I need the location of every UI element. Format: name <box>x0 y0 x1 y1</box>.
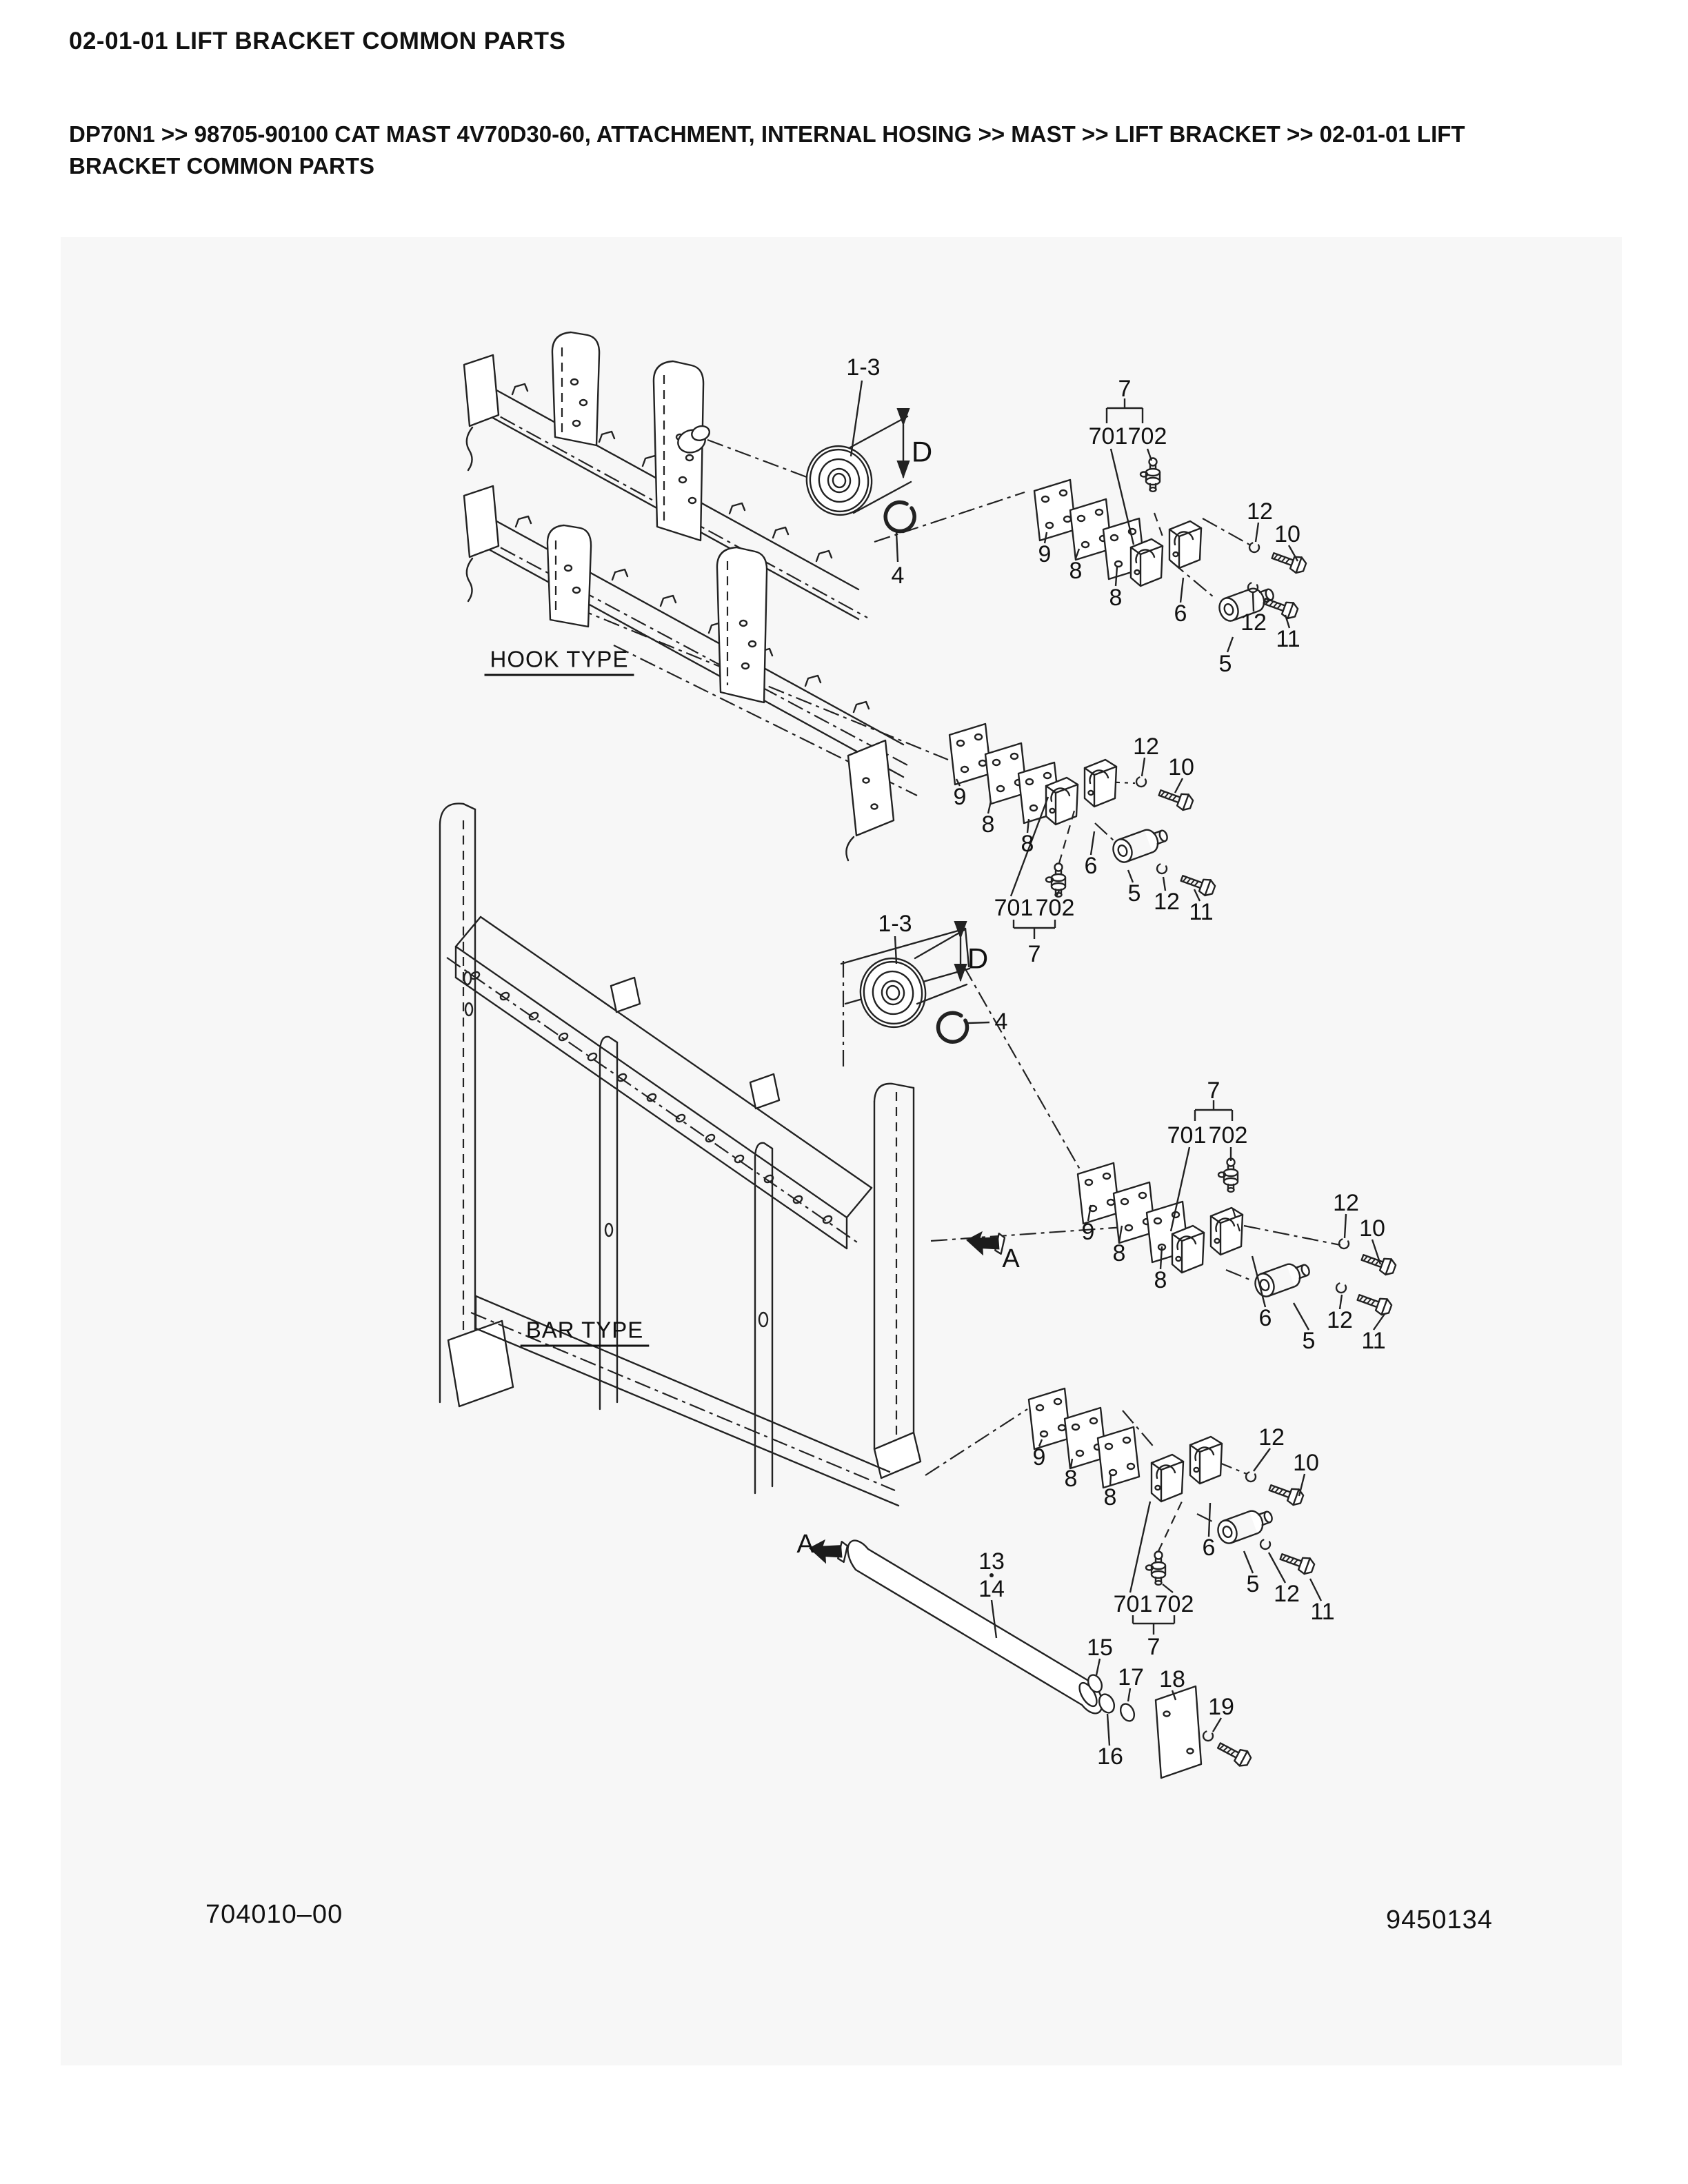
hose-clamp-cluster-1 <box>1033 398 1309 653</box>
part-label-702: 702 <box>1155 1591 1194 1617</box>
part-label-9: 9 <box>954 784 967 810</box>
part-label-8: 8 <box>1154 1267 1167 1293</box>
part-label-8: 8 <box>1113 1240 1126 1266</box>
part-label-10: 10 <box>1293 1450 1319 1476</box>
part-label-12: 12 <box>1258 1424 1285 1450</box>
part-label-11: 11 <box>1310 1599 1334 1625</box>
part-label-701: 701 <box>1114 1591 1153 1617</box>
hose-clamp-cluster-3 <box>1076 1100 1398 1331</box>
part-label-702: 702 <box>1036 895 1075 921</box>
part-label-9: 9 <box>1082 1219 1095 1245</box>
parts-diagram-svg: 1-3D477017029886512101211121098865121170… <box>439 331 1398 1779</box>
part-label-10: 10 <box>1274 521 1300 547</box>
part-label-5: 5 <box>1303 1328 1316 1354</box>
view-label-A: A <box>1002 1244 1020 1273</box>
part-label-9: 9 <box>1033 1444 1046 1470</box>
part-label-8: 8 <box>982 811 995 838</box>
page-title: 02-01-01 LIFT BRACKET COMMON PARTS <box>69 28 566 54</box>
bar-type-carriage <box>439 802 922 1507</box>
part-label-1-3: 1-3 <box>878 911 912 937</box>
part-label-1-3: 1-3 <box>846 354 880 381</box>
footer-drawing-number: 704010–00 <box>205 1900 343 1929</box>
part-label-4: 4 <box>995 1009 1008 1035</box>
footer-document-number: 9450134 <box>1386 1905 1493 1934</box>
part-label-11: 11 <box>1361 1328 1385 1354</box>
hose-clamp-cluster-2 <box>948 722 1218 939</box>
part-label-6: 6 <box>1085 853 1098 879</box>
part-label-11: 11 <box>1276 626 1300 652</box>
part-label-12: 12 <box>1327 1307 1353 1333</box>
breadcrumb-line-1: DP70N1 >> 98705-90100 CAT MAST 4V70D30-6… <box>69 121 1465 147</box>
part-label-10: 10 <box>1168 754 1194 780</box>
part-label-12: 12 <box>1133 734 1159 760</box>
part-label-14: 14 <box>978 1576 1005 1602</box>
part-label-16: 16 <box>1097 1743 1123 1770</box>
part-label-17: 17 <box>1118 1664 1144 1690</box>
view-a-arrow-upper <box>963 1228 1006 1260</box>
part-label-7: 7 <box>1207 1078 1220 1104</box>
section-label-bar-type: BAR TYPE <box>526 1317 644 1343</box>
part-label-12: 12 <box>1154 889 1180 915</box>
part-label-7: 7 <box>1147 1634 1160 1660</box>
part-label-702: 702 <box>1209 1122 1248 1149</box>
part-label-5: 5 <box>1219 651 1232 677</box>
part-label-13: 13 <box>978 1548 1005 1575</box>
part-label-12: 12 <box>1247 498 1273 525</box>
part-label-6: 6 <box>1174 600 1187 627</box>
top-sheave-group <box>799 380 915 563</box>
part-label-8: 8 <box>1104 1484 1117 1510</box>
part-label-D: D <box>912 436 932 468</box>
part-label-701: 701 <box>1089 423 1128 449</box>
part-label-18: 18 <box>1159 1666 1185 1692</box>
part-label-8: 8 <box>1065 1466 1078 1492</box>
mid-sheave-group <box>840 921 1006 1260</box>
sheave-boss <box>677 425 710 454</box>
part-label-15: 15 <box>1087 1635 1113 1661</box>
part-label-6: 6 <box>1259 1305 1272 1331</box>
section-label-hook-type: HOOK TYPE <box>490 647 629 672</box>
part-label-7: 7 <box>1028 941 1041 967</box>
part-label-12: 12 <box>1333 1190 1359 1216</box>
part-label-8: 8 <box>1109 585 1123 611</box>
lift-bar-assembly <box>806 1536 1254 1779</box>
part-label-5: 5 <box>1128 880 1141 907</box>
breadcrumb-line-2: BRACKET COMMON PARTS <box>69 153 375 179</box>
view-label-A: A <box>796 1530 814 1559</box>
part-label-702: 702 <box>1128 423 1167 449</box>
hose-clamp-cluster-4 <box>1027 1387 1323 1635</box>
part-label-10: 10 <box>1359 1215 1385 1242</box>
part-label-12: 12 <box>1240 609 1267 636</box>
part-label-D: D <box>967 942 988 975</box>
breadcrumb: DP70N1 >> 98705-90100 CAT MAST 4V70D30-6… <box>69 119 1620 182</box>
part-label-9: 9 <box>1038 541 1052 567</box>
part-label-701: 701 <box>994 895 1034 921</box>
part-label-19: 19 <box>1208 1694 1234 1720</box>
part-label-11: 11 <box>1189 899 1213 925</box>
part-label-8: 8 <box>1069 558 1083 584</box>
part-label-6: 6 <box>1203 1535 1216 1561</box>
part-label-701: 701 <box>1167 1122 1207 1149</box>
part-label-12: 12 <box>1274 1581 1300 1607</box>
part-label-7: 7 <box>1118 376 1132 402</box>
part-label-4: 4 <box>892 563 905 589</box>
part-label-8: 8 <box>1021 831 1034 857</box>
part-label-5: 5 <box>1247 1571 1260 1597</box>
hook-type-carriage <box>463 331 911 862</box>
bar-holes <box>470 971 833 1224</box>
